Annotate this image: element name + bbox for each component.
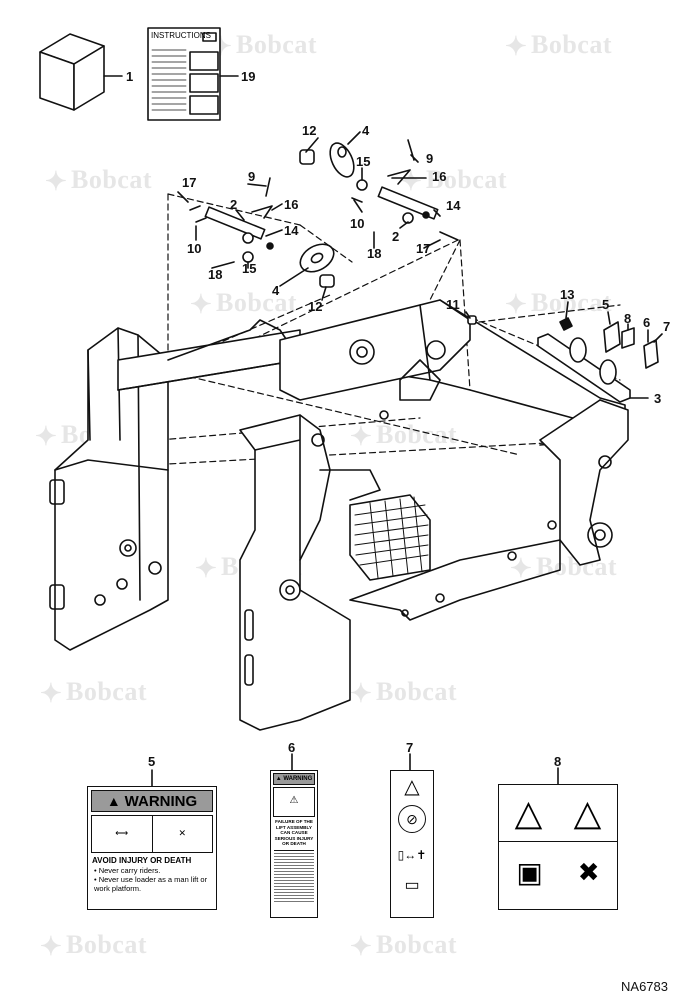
decal-5-pictograms: ⟷ ✕ [91, 815, 213, 853]
callout-2: 2 [392, 229, 400, 244]
decal-5-small-icon [603, 321, 621, 353]
warning-triangle-icon: ▲ [106, 793, 121, 809]
decal-6-header: ▲ WARNING [273, 773, 315, 785]
callout-12: 12 [308, 299, 323, 314]
watermark-bobcat: ✦Bobcat [505, 288, 612, 319]
callout-4: 4 [272, 283, 280, 298]
lift-arm-pictogram-icon: ⚠ [273, 787, 315, 817]
decal-8-safety: △ △ ▣ ✖ [498, 784, 618, 910]
callout-19: 19 [241, 69, 256, 84]
decal-5-bullet-2: • Never use loader as a man lift or work… [94, 875, 208, 893]
watermark-bobcat: ✦Bobcat [350, 677, 457, 708]
callout-2: 2 [230, 197, 238, 212]
callout-16: 16 [432, 169, 447, 184]
decal-6-fine-print [274, 849, 314, 903]
lift-arm-hazard-triangle-icon: △ [573, 792, 602, 833]
decal-7-safety: △ ⊘ ▯↔✝ ▭ [390, 770, 434, 918]
loader-frame [49, 299, 629, 731]
decal-5-title: AVOID INJURY OR DEATH [92, 856, 192, 865]
watermark-bobcat: ✦Bobcat [40, 930, 147, 961]
instructions-sheet-icon [147, 27, 221, 121]
callout-4: 4 [362, 123, 370, 138]
no-man-lift-pictogram-icon: ✕ [178, 828, 187, 838]
decal-5-header: ▲ WARNING [91, 790, 213, 812]
watermark-bobcat: ✦Bobcat [400, 165, 507, 196]
watermark-bobcat: ✦Bobcat [45, 165, 152, 196]
callout-17: 17 [182, 175, 197, 190]
decal-5-warning: ▲ WARNING ⟷ ✕ AVOID INJURY OR DEATH • Ne… [87, 786, 217, 910]
watermark-bobcat: ✦Bobcat [350, 420, 457, 451]
no-person-pictogram-icon: ✖ [577, 856, 600, 887]
manual-book-icon: ▭ [404, 877, 420, 894]
callout-5: 5 [602, 297, 610, 312]
decal-7-number: 7 [406, 740, 414, 755]
pin-assembly-right [299, 139, 459, 241]
watermark-bobcat: ✦Bobcat [190, 288, 297, 319]
decal-7-small-icon [643, 339, 659, 369]
crush-hazard-triangle-icon: △ [514, 792, 543, 833]
pin-assembly-left [189, 177, 335, 288]
callout-6: 6 [643, 315, 651, 330]
callout-1: 1 [126, 69, 134, 84]
decal-6-warning: ▲ WARNING ⚠ FAILURE OF THE LIFT ASSEMBLY… [270, 770, 318, 918]
callout-14: 14 [284, 223, 299, 238]
watermark-bobcat: ✦Bobcat [40, 677, 147, 708]
decal-8-small-icon [621, 327, 635, 349]
watermark-bobcat: ✦Bobcat [350, 930, 457, 961]
warning-triangle-icon: △ [404, 776, 420, 798]
decal-8-bottom: ▣ ✖ [499, 842, 617, 902]
watermark-bobcat: ✦Bobcat [505, 30, 612, 61]
warning-triangle-icon: ▲ [275, 776, 282, 782]
callout-3: 3 [654, 391, 662, 406]
decal-5-number: 5 [148, 754, 156, 769]
callout-18: 18 [208, 267, 223, 282]
callout-10: 10 [187, 241, 202, 256]
callout-11: 11 [446, 297, 460, 312]
drawing-code: NA6783 [621, 979, 668, 994]
callout-12: 12 [302, 123, 317, 138]
decal-5-bullet-1: • Never carry riders. [94, 866, 161, 875]
no-entry-pictogram-icon: ⊘ [398, 805, 426, 833]
keep-clear-pictogram-icon: ▯↔✝ [397, 848, 427, 862]
callout-14: 14 [446, 198, 461, 213]
loader-pictogram-icon: ▣ [516, 856, 543, 888]
decal-6-text: FAILURE OF THE LIFT ASSEMBLY CAN CAUSE S… [274, 819, 314, 846]
callout-7: 7 [663, 319, 671, 334]
callout-8: 8 [624, 311, 632, 326]
decal-8-top: △ △ [499, 785, 617, 842]
decal-8-number: 8 [554, 754, 562, 769]
rear-grille [349, 494, 431, 581]
callout-17: 17 [416, 241, 431, 256]
callout-13: 13 [560, 287, 575, 302]
callout-15: 15 [242, 261, 257, 276]
callout-15: 15 [356, 154, 371, 169]
instructions-label: INSTRUCTIONS [151, 31, 211, 40]
parts-box-icon [39, 33, 105, 111]
callout-16: 16 [284, 197, 299, 212]
decal-6-number: 6 [288, 740, 296, 755]
nut-icon [559, 317, 573, 331]
no-riders-pictogram-icon: ⟷ [92, 816, 153, 852]
callout-10: 10 [350, 216, 365, 231]
callout-9: 9 [426, 151, 434, 166]
callout-18: 18 [367, 246, 382, 261]
callout-9: 9 [248, 169, 256, 184]
